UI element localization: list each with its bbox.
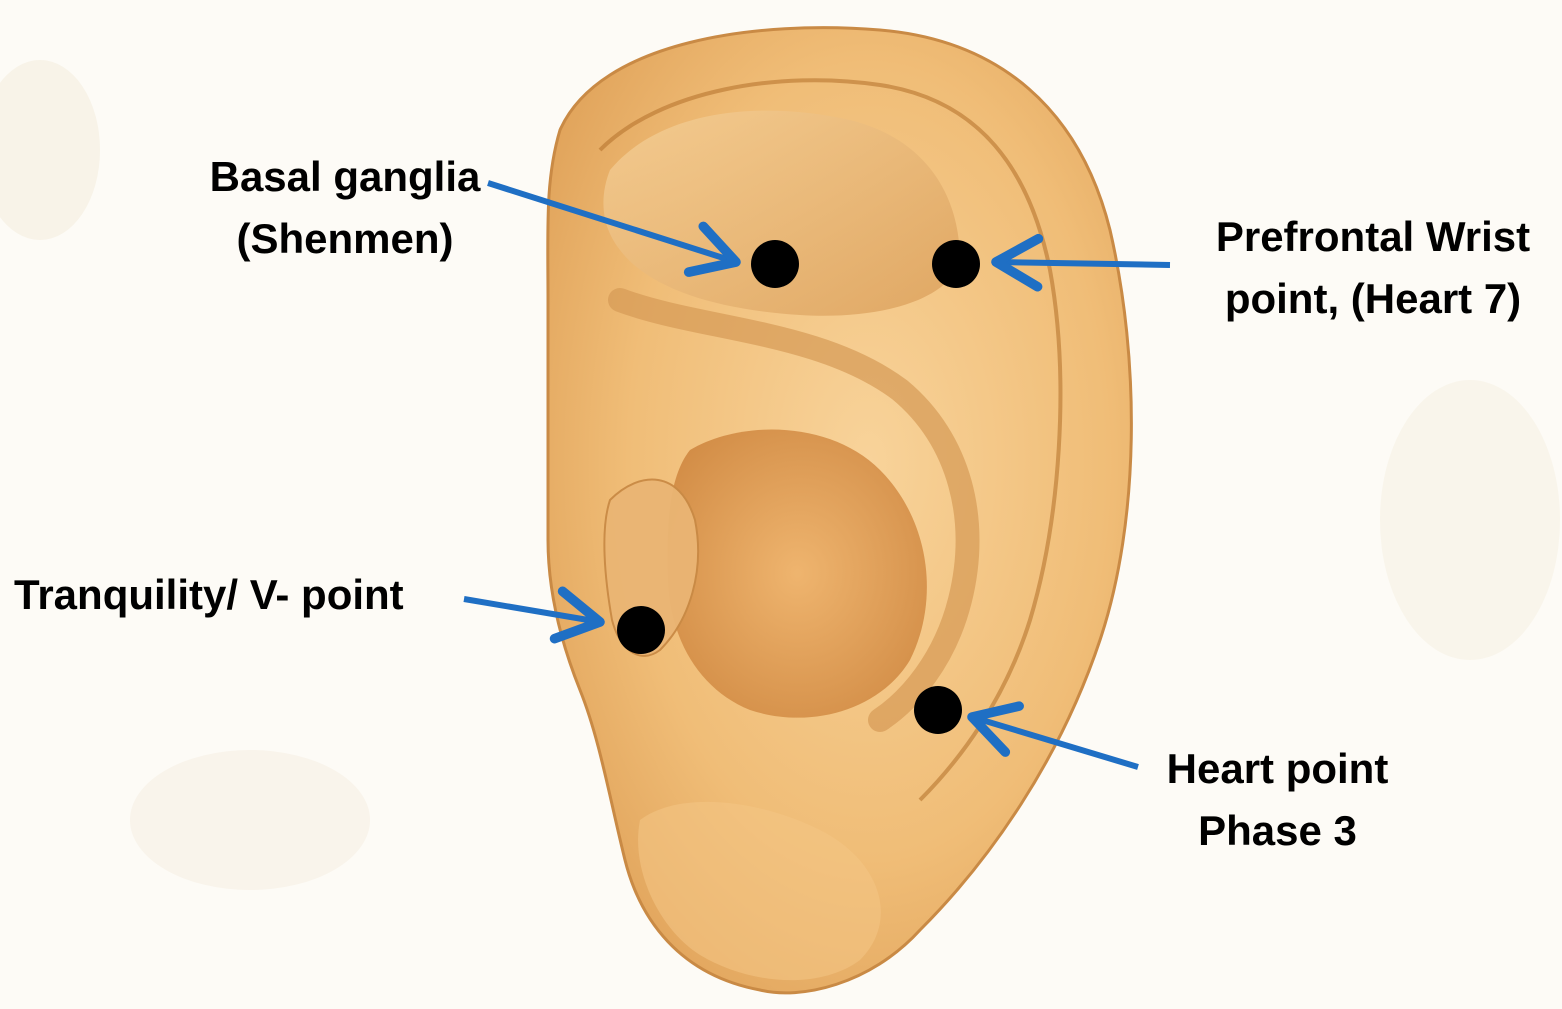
basal-ganglia-label: Basal ganglia (Shenmen) — [190, 146, 500, 270]
heart-point-line2: Phase 3 — [1140, 800, 1415, 862]
heart-point-line1: Heart point — [1140, 738, 1415, 800]
tranquility-line1: Tranquility/ V- point — [14, 564, 474, 626]
heart-point-label: Heart point Phase 3 — [1140, 738, 1415, 862]
basal-ganglia-line1: Basal ganglia — [190, 146, 500, 208]
prefrontal-wrist-point — [932, 240, 980, 288]
prefrontal-wrist-label: Prefrontal Wrist point, (Heart 7) — [1188, 206, 1558, 330]
prefrontal-wrist-line2: point, (Heart 7) — [1188, 268, 1558, 330]
basal-ganglia-point — [751, 240, 799, 288]
tranquility-label: Tranquility/ V- point — [14, 564, 474, 626]
heart-point — [914, 686, 962, 734]
prefrontal-wrist-arrow — [996, 262, 1170, 265]
prefrontal-wrist-line1: Prefrontal Wrist — [1188, 206, 1558, 268]
tranquility-point — [617, 606, 665, 654]
basal-ganglia-line2: (Shenmen) — [190, 208, 500, 270]
